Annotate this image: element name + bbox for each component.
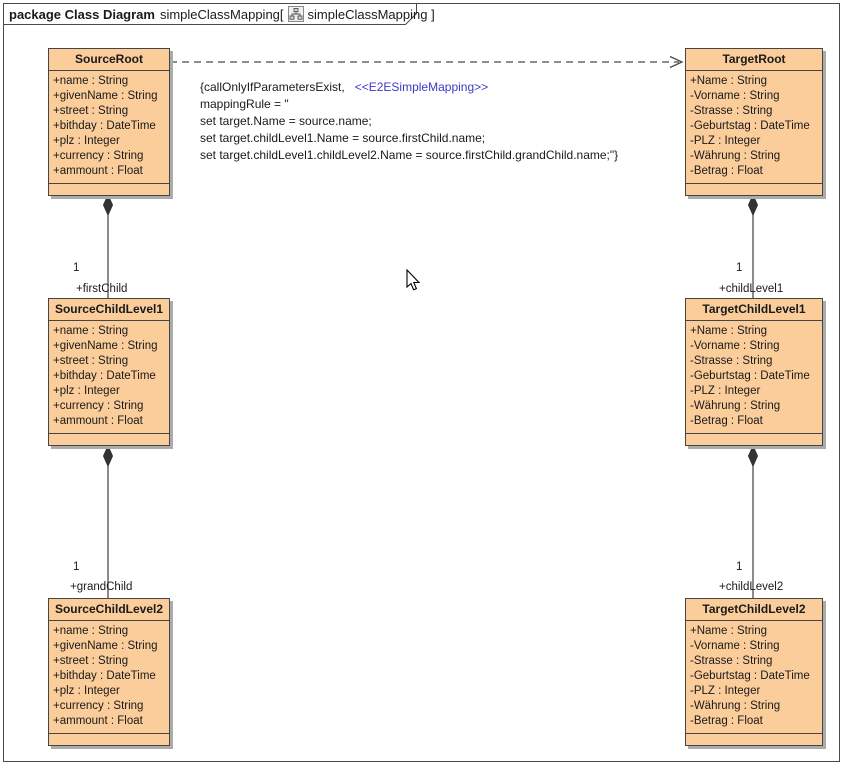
role-label-firstchild: +firstChild: [76, 283, 128, 295]
multiplicity-label: 1: [736, 561, 743, 573]
attribute: +givenName : String: [53, 640, 158, 652]
attribute: +currency : String: [53, 400, 144, 412]
attribute: +bithday : DateTime: [53, 370, 156, 382]
attributes-compartment: +Name : String -Vorname : String -Strasse …: [686, 71, 822, 184]
annotation-line: set target.childLevel1.childLevel2.Name …: [200, 148, 619, 162]
multiplicity-label: 1: [736, 262, 743, 274]
operations-compartment: [49, 434, 169, 445]
annotation-line: set target.childLevel1.Name = source.fir…: [200, 131, 486, 145]
class-diagram-icon: [287, 6, 304, 22]
attribute: +plz : Integer: [53, 385, 120, 397]
attribute: -PLZ : Integer: [690, 135, 761, 147]
attributes-compartment: +name : String +givenName : String +street…: [49, 621, 169, 734]
class-name: SourceChildLevel2: [49, 599, 169, 621]
class-name: TargetChildLevel2: [686, 599, 822, 621]
attribute: +currency : String: [53, 700, 144, 712]
attribute: -Geburtstag : DateTime: [690, 670, 810, 682]
frame-diagram-ref: simpleClassMapping ]: [307, 6, 435, 22]
attribute: +ammount : Float: [53, 715, 143, 727]
annotation-line: mappingRule = ": [200, 97, 289, 111]
attribute: +name : String: [53, 75, 129, 87]
frame-tab-shape: [3, 3, 417, 25]
class-box-sourcechildlevel2[interactable]: SourceChildLevel2 +name : String +givenNa…: [48, 598, 170, 746]
class-box-sourceroot[interactable]: SourceRoot +name : String +givenName : St…: [48, 48, 170, 196]
composition-diamond-icon: [102, 193, 114, 217]
annotation-first-line: {callOnlyIfParametersExist, <<E2ESimpleMa…: [200, 79, 618, 96]
attribute: +ammount : Float: [53, 415, 143, 427]
attribute: +givenName : String: [53, 90, 158, 102]
class-name: SourceChildLevel1: [49, 299, 169, 321]
class-name: TargetChildLevel1: [686, 299, 822, 321]
attribute: -PLZ : Integer: [690, 685, 761, 697]
operations-compartment: [49, 184, 169, 195]
dependency-arrowhead-icon: [669, 55, 684, 69]
frame-keyword: package Class Diagram: [9, 6, 155, 22]
role-label-childlevel1: +childLevel1: [719, 283, 784, 295]
attribute: +plz : Integer: [53, 135, 120, 147]
multiplicity-label: 1: [73, 262, 80, 274]
attribute: -Strasse : String: [690, 355, 773, 367]
frame-diagram-name: simpleClassMapping[: [159, 6, 284, 22]
attribute: +bithday : DateTime: [53, 120, 156, 132]
attribute: -Geburtstag : DateTime: [690, 120, 810, 132]
mapping-rule-annotation[interactable]: {callOnlyIfParametersExist, <<E2ESimpleMa…: [200, 79, 618, 164]
attribute: +Name : String: [690, 325, 768, 337]
role-label-childlevel2: +childLevel2: [719, 581, 784, 593]
attribute: +street : String: [53, 105, 129, 117]
attribute: +givenName : String: [53, 340, 158, 352]
operations-compartment: [686, 184, 822, 195]
annotation-line: set target.Name = source.name;: [200, 114, 372, 128]
attribute: -Währung : String: [690, 400, 781, 412]
diagram-frame-tab: package Class Diagram simpleClassMapping…: [3, 3, 435, 25]
attribute: +Name : String: [690, 75, 768, 87]
attribute: -Betrag : Float: [690, 165, 763, 177]
attribute: +bithday : DateTime: [53, 670, 156, 682]
attribute: -Vorname : String: [690, 640, 780, 652]
attribute: -PLZ : Integer: [690, 385, 761, 397]
composition-diamond-icon: [747, 444, 759, 468]
class-name: TargetRoot: [686, 49, 822, 71]
diagram-frame: [3, 3, 840, 762]
composition-diamond-icon: [102, 444, 114, 468]
attribute: +ammount : Float: [53, 165, 143, 177]
multiplicity-label: 1: [73, 561, 80, 573]
attribute: +currency : String: [53, 150, 144, 162]
attribute: -Geburtstag : DateTime: [690, 370, 810, 382]
attributes-compartment: +name : String +givenName : String +street…: [49, 71, 169, 184]
attribute: +plz : Integer: [53, 685, 120, 697]
attribute: -Vorname : String: [690, 90, 780, 102]
constraint-text: {callOnlyIfParametersExist,: [200, 80, 345, 94]
attribute: -Vorname : String: [690, 340, 780, 352]
composition-diamond-icon: [747, 193, 759, 217]
class-name: SourceRoot: [49, 49, 169, 71]
class-box-targetroot[interactable]: TargetRoot +Name : String -Vorname : Stri…: [685, 48, 823, 196]
operations-compartment: [686, 734, 822, 745]
attributes-compartment: +Name : String -Vorname : String -Strasse …: [686, 621, 822, 734]
attributes-compartment: +Name : String -Vorname : String -Strasse …: [686, 321, 822, 434]
class-box-targetchildlevel2[interactable]: TargetChildLevel2 +Name : String -Vorname…: [685, 598, 823, 746]
annotation-lines: mappingRule = " set target.Name = source.…: [200, 96, 618, 164]
attributes-compartment: +name : String +givenName : String +street…: [49, 321, 169, 434]
attribute: -Währung : String: [690, 700, 781, 712]
role-label-grandchild: +grandChild: [70, 581, 133, 593]
operations-compartment: [49, 734, 169, 745]
attribute: +street : String: [53, 655, 129, 667]
attribute: -Strasse : String: [690, 655, 773, 667]
attribute: -Strasse : String: [690, 105, 773, 117]
attribute: -Betrag : Float: [690, 415, 763, 427]
attribute: -Betrag : Float: [690, 715, 763, 727]
operations-compartment: [686, 434, 822, 445]
class-box-targetchildlevel1[interactable]: TargetChildLevel1 +Name : String -Vorname…: [685, 298, 823, 446]
attribute: +street : String: [53, 355, 129, 367]
mouse-cursor-icon: [405, 268, 423, 295]
attribute: -Währung : String: [690, 150, 781, 162]
stereotype-text: <<E2ESimpleMapping>>: [354, 80, 489, 94]
class-box-sourcechildlevel1[interactable]: SourceChildLevel1 +name : String +givenNa…: [48, 298, 170, 446]
attribute: +name : String: [53, 625, 129, 637]
attribute: +name : String: [53, 325, 129, 337]
attribute: +Name : String: [690, 625, 768, 637]
